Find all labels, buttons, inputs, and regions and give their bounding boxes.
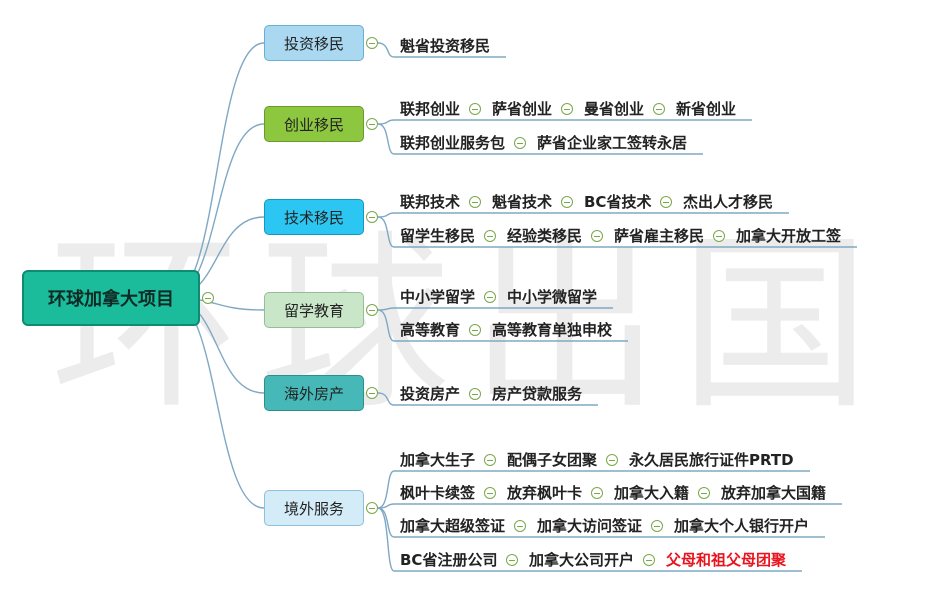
leaf-item[interactable]: BC省技术	[584, 193, 652, 211]
leaf-item[interactable]: 枫叶卡续签	[400, 484, 476, 502]
branch-collapse-icon[interactable]	[366, 211, 378, 223]
leaf-item[interactable]: 经验类移民	[507, 227, 583, 245]
branch-collapse-icon[interactable]	[366, 502, 378, 514]
leaf-collapse-icon[interactable]	[643, 554, 655, 566]
leaf-collapse-icon[interactable]	[591, 487, 603, 499]
branch-label: 技术移民	[283, 208, 344, 227]
branch-label: 海外房产	[283, 384, 344, 403]
root-label: 环球加拿大项目	[48, 289, 174, 310]
leaf-collapse-icon[interactable]	[469, 388, 481, 400]
leaf-collapse-icon[interactable]	[484, 454, 496, 466]
leaf-item[interactable]: 萨省创业	[492, 100, 553, 118]
branch-node-0[interactable]: 投资移民	[264, 25, 364, 61]
leaf-collapse-icon[interactable]	[653, 103, 665, 115]
leaf-item[interactable]: 留学生移民	[400, 227, 476, 245]
branch-node-5[interactable]: 境外服务	[264, 490, 364, 526]
branch-collapse-icon[interactable]	[366, 304, 378, 316]
leaf-collapse-icon[interactable]	[484, 291, 496, 303]
leaf-collapse-icon[interactable]	[484, 230, 496, 242]
branch-collapse-icon[interactable]	[366, 387, 378, 399]
branch-collapse-icon[interactable]	[366, 118, 378, 130]
leaf-collapse-icon[interactable]	[469, 196, 481, 208]
leaf-item[interactable]: 加拿大入籍	[614, 484, 690, 502]
leaf-item[interactable]: 加拿大生子	[400, 451, 476, 469]
leaf-item[interactable]: 魁省技术	[492, 193, 553, 211]
leaf-item[interactable]: 放弃枫叶卡	[507, 484, 583, 502]
leaf-item[interactable]: 父母和祖父母团聚	[666, 551, 787, 569]
branch-node-1[interactable]: 创业移民	[264, 106, 364, 142]
branch-label: 境外服务	[283, 499, 344, 518]
leaf-collapse-icon[interactable]	[606, 454, 618, 466]
leaf-item[interactable]: 魁省投资移民	[400, 37, 491, 55]
leaf-collapse-icon[interactable]	[484, 487, 496, 499]
leaf-item[interactable]: 中小学微留学	[507, 288, 598, 306]
leaf-item[interactable]: 投资房产	[400, 385, 461, 403]
leaf-item[interactable]: 高等教育单独申校	[492, 321, 613, 339]
leaf-item[interactable]: 房产贷款服务	[492, 385, 583, 403]
leaf-item[interactable]: 永久居民旅行证件PRTD	[629, 451, 794, 469]
leaf-item[interactable]: 加拿大访问签证	[537, 517, 643, 535]
leaf-item[interactable]: 联邦创业服务包	[400, 134, 506, 152]
leaf-collapse-icon[interactable]	[561, 196, 573, 208]
branch-label: 投资移民	[283, 34, 344, 53]
leaf-collapse-icon[interactable]	[506, 554, 518, 566]
leaf-item[interactable]: 新省创业	[676, 100, 737, 118]
leaf-item[interactable]: BC省注册公司	[400, 551, 498, 569]
leaf-collapse-icon[interactable]	[591, 230, 603, 242]
leaf-item[interactable]: 加拿大公司开户	[529, 551, 635, 569]
leaf-item[interactable]: 配偶子女团聚	[507, 451, 598, 469]
leaf-item[interactable]: 曼省创业	[584, 100, 645, 118]
root-collapse-icon[interactable]	[202, 292, 214, 304]
root-node[interactable]: 环球加拿大项目	[22, 270, 200, 326]
branch-label: 留学教育	[283, 301, 344, 320]
branch-label: 创业移民	[283, 115, 344, 134]
leaf-collapse-icon[interactable]	[469, 324, 481, 336]
leaf-collapse-icon[interactable]	[514, 520, 526, 532]
leaf-collapse-icon[interactable]	[514, 137, 526, 149]
leaf-item[interactable]: 萨省雇主移民	[614, 227, 705, 245]
leaf-item[interactable]: 杰出人才移民	[683, 193, 774, 211]
leaf-item[interactable]: 加拿大超级签证	[400, 517, 506, 535]
leaf-item[interactable]: 中小学留学	[400, 288, 476, 306]
leaf-item[interactable]: 联邦创业	[400, 100, 461, 118]
leaf-item[interactable]: 加拿大个人银行开户	[674, 517, 810, 535]
leaf-item[interactable]: 联邦技术	[400, 193, 461, 211]
leaf-item[interactable]: 加拿大开放工签	[736, 227, 842, 245]
leaf-collapse-icon[interactable]	[660, 196, 672, 208]
leaf-collapse-icon[interactable]	[561, 103, 573, 115]
branch-collapse-icon[interactable]	[366, 37, 378, 49]
branch-node-2[interactable]: 技术移民	[264, 199, 364, 235]
leaf-item[interactable]: 放弃加拿大国籍	[721, 484, 827, 502]
leaf-collapse-icon[interactable]	[713, 230, 725, 242]
branch-node-3[interactable]: 留学教育	[264, 292, 364, 328]
leaf-item[interactable]: 萨省企业家工签转永居	[537, 134, 688, 152]
branch-node-4[interactable]: 海外房产	[264, 375, 364, 411]
leaf-collapse-icon[interactable]	[469, 103, 481, 115]
leaf-item[interactable]: 高等教育	[400, 321, 461, 339]
leaf-collapse-icon[interactable]	[698, 487, 710, 499]
leaf-collapse-icon[interactable]	[651, 520, 663, 532]
